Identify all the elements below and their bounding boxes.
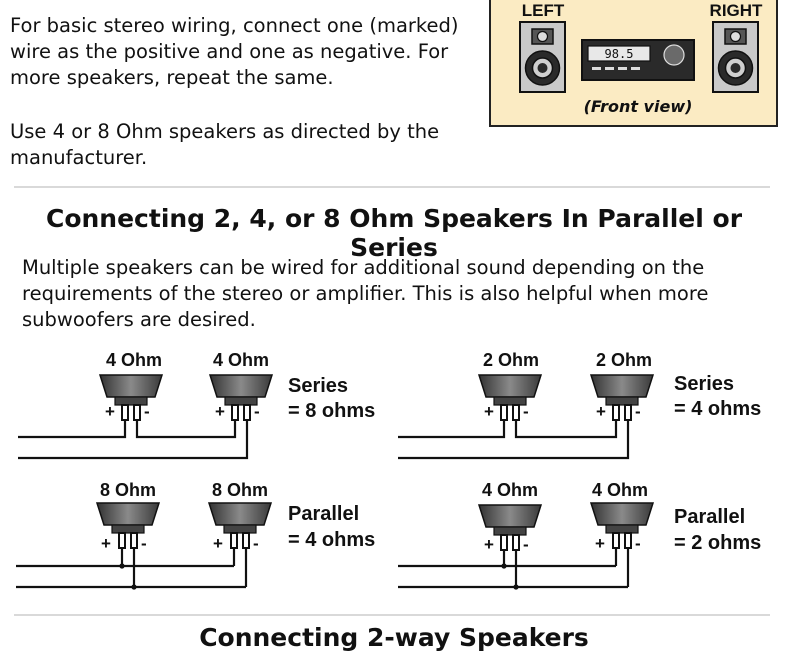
negative-terminal-label: -	[523, 402, 529, 421]
wiring-type-label: Parallel	[674, 506, 745, 528]
section-title: Connecting 2, 4, or 8 Ohm Speakers In Pa…	[45, 204, 743, 262]
speaker-label: 2 Ohm	[596, 350, 652, 370]
junction-dot	[119, 563, 125, 569]
section-description: Multiple speakers can be wired for addit…	[22, 256, 709, 331]
speaker-label: 4 Ohm	[106, 350, 162, 370]
left-channel-label: LEFT	[522, 1, 565, 20]
positive-terminal-label: +	[215, 402, 225, 421]
positive-terminal-label: +	[213, 534, 223, 553]
right-speaker-icon	[712, 21, 759, 93]
wire	[18, 420, 127, 439]
wiring-type-label: Series	[288, 375, 348, 397]
total-impedance-label: = 4 ohms	[674, 398, 761, 420]
wire	[398, 420, 506, 439]
intro-ohm-text: Use 4 or 8 Ohm speakers as directed by t…	[10, 120, 440, 169]
speaker-label: 8 Ohm	[212, 480, 268, 500]
series-diagram-4-ohm: 2 Ohm 2 Ohm + - + - Series = 4 ohms	[398, 350, 761, 460]
positive-terminal-label: +	[595, 534, 605, 553]
wiring-type-label: Series	[674, 373, 734, 395]
next-section-title: Connecting 2-way Speakers	[199, 623, 589, 652]
junction-dot	[131, 584, 137, 590]
positive-terminal-label: +	[596, 402, 606, 421]
front-view-caption: (Front view)	[584, 97, 693, 116]
wire	[398, 420, 630, 460]
wiring-type-label: Parallel	[288, 503, 359, 525]
negative-terminal-label: -	[523, 535, 529, 554]
positive-terminal-label: +	[484, 402, 494, 421]
negative-terminal-label: -	[141, 534, 147, 553]
wire	[514, 420, 618, 439]
parallel-diagram-4-ohm: 8 Ohm 8 Ohm + - + - Parallel = 4 ohms	[16, 480, 375, 590]
negative-terminal-label: -	[635, 534, 641, 553]
divider	[14, 614, 770, 616]
left-speaker-icon	[519, 21, 566, 93]
intro-wiring-text: For basic stereo wiring, connect one (ma…	[10, 14, 459, 89]
total-impedance-label: = 4 ohms	[288, 529, 375, 551]
series-diagram-8-ohm: 4 Ohm 4 Ohm + - + - Series = 8 ohms	[18, 350, 375, 460]
speaker-label: 8 Ohm	[100, 480, 156, 500]
right-channel-label: RIGHT	[710, 1, 764, 20]
negative-terminal-label: -	[254, 402, 260, 421]
radio-frequency-display: 98.5	[605, 47, 634, 61]
negative-terminal-label: -	[144, 402, 150, 421]
divider	[14, 186, 770, 188]
wire	[18, 420, 249, 460]
speaker-label: 4 Ohm	[482, 480, 538, 500]
positive-terminal-label: +	[101, 534, 111, 553]
receiver-icon: 98.5	[581, 39, 695, 81]
negative-terminal-label: -	[635, 402, 641, 421]
total-impedance-label: = 8 ohms	[288, 400, 375, 422]
wire	[135, 420, 237, 439]
junction-dot	[501, 563, 507, 569]
stereo-illustration: LEFT RIGHT 98.5 (Front	[489, 0, 778, 127]
speaker-label: 2 Ohm	[483, 350, 539, 370]
positive-terminal-label: +	[484, 535, 494, 554]
parallel-diagram-2-ohm: 4 Ohm 4 Ohm + - + - Parallel = 2 ohms	[398, 480, 761, 590]
speaker-label: 4 Ohm	[213, 350, 269, 370]
total-impedance-label: = 2 ohms	[674, 532, 761, 554]
wiring-diagrams: 4 Ohm 4 Ohm + - + - Series = 8 ohms 2 Oh…	[16, 350, 761, 590]
speaker-label: 4 Ohm	[592, 480, 648, 500]
negative-terminal-label: -	[253, 534, 259, 553]
positive-terminal-label: +	[105, 402, 115, 421]
junction-dot	[513, 584, 519, 590]
